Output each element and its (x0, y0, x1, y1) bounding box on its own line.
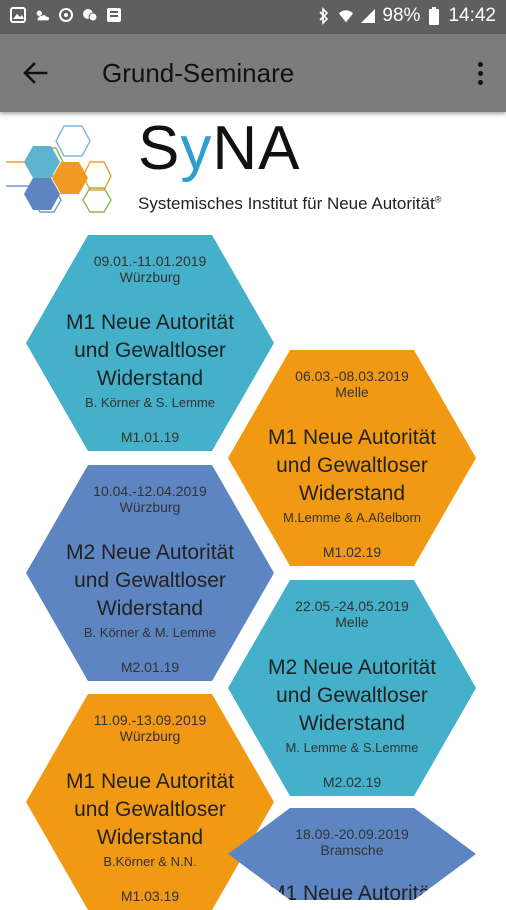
seminar-code: M1.03.19 (120, 888, 180, 904)
seminar-tile[interactable]: 18.09.-20.09.2019 Bramsche M1 Neue Autor… (228, 808, 476, 900)
seminar-tile[interactable]: 10.04.-12.04.2019 Würzburg M2 Neue Autor… (26, 465, 274, 681)
back-button[interactable] (18, 58, 52, 88)
seminar-code: M1.02.19 (322, 544, 382, 560)
seminar-date: 18.09.-20.09.2019 (295, 826, 409, 842)
seminar-trainers: M.Lemme & A.Aßelborn (283, 510, 421, 525)
overflow-menu-button[interactable] (470, 58, 490, 88)
seminar-date: 22.05.-24.05.2019 (295, 598, 409, 614)
seminar-date: 11.09.-13.09.2019 (93, 712, 207, 728)
sync-icon (58, 7, 74, 23)
seminar-title: M2 Neue Autorität und Gewaltloser Widers… (65, 541, 235, 620)
seminar-location: Bramsche (320, 842, 384, 858)
signal-icon (360, 8, 376, 24)
arrow-back-icon (23, 62, 48, 84)
brand-tagline: Systemisches Institut für Neue Autorität… (138, 194, 442, 213)
seminar-trainers: B. Körner & M. Lemme (83, 625, 217, 640)
seminar-tile[interactable]: 06.03.-08.03.2019 Melle M1 Neue Autoritä… (228, 350, 476, 566)
seminar-tile[interactable]: 09.01.-11.01.2019 Würzburg M1 Neue Autor… (26, 235, 274, 451)
seminar-date: 10.04.-12.04.2019 (93, 483, 207, 499)
seminar-location: Würzburg (119, 269, 181, 285)
seminar-title: M1 Neue Autorität und Gewaltloser Widers… (65, 770, 235, 849)
battery-icon (426, 7, 442, 25)
status-bar: 98% 14:42 (0, 0, 506, 34)
seminar-location: Melle (335, 614, 369, 630)
seminar-title: M1 Neue Autorität (267, 882, 437, 905)
seminar-trainers: B. Körner & S. Lemme (84, 395, 216, 410)
brand-wordmark: SyNA (138, 114, 301, 183)
seminar-title: M2 Neue Autorität und Gewaltloser Widers… (267, 656, 437, 735)
seminar-trainers: M. Lemme & S.Lemme (285, 740, 419, 755)
seminar-title: M1 Neue Autorität und Gewaltloser Widers… (267, 426, 437, 505)
bluetooth-icon (316, 7, 332, 25)
syna-logo-icon (6, 125, 112, 213)
app-bar: Grund-Seminare (0, 34, 506, 112)
seminar-date: 09.01.-11.01.2019 (93, 253, 207, 269)
notification-icons (10, 7, 122, 23)
seminar-location: Würzburg (119, 499, 181, 515)
seminar-date: 06.03.-08.03.2019 (295, 368, 409, 384)
more-vert-icon (477, 61, 483, 67)
wifi-icon (338, 8, 354, 24)
seminar-title: M1 Neue Autorität und Gewaltloser Widers… (65, 311, 235, 390)
image-icon (10, 7, 26, 23)
seminar-code: M2.02.19 (322, 774, 382, 790)
seminar-tile[interactable]: 22.05.-24.05.2019 Melle M2 Neue Autoritä… (228, 580, 476, 796)
weather-icon (34, 7, 50, 23)
seminar-code: M1.01.19 (120, 429, 180, 445)
battery-percentage: 98% (382, 5, 421, 26)
news-icon (106, 7, 122, 23)
seminar-code: M2.01.19 (120, 659, 180, 675)
seminar-location: Würzburg (119, 728, 181, 744)
seminar-trainers: B.Körner & N.N. (103, 854, 197, 869)
seminar-location: Melle (335, 384, 369, 400)
system-indicators: 98% 14:42 (316, 5, 496, 27)
chat-icon (82, 7, 98, 23)
seminar-tile[interactable]: 11.09.-13.09.2019 Würzburg M1 Neue Autor… (26, 694, 274, 910)
page-title: Grund-Seminare (102, 58, 295, 88)
clock: 14:42 (448, 5, 496, 26)
